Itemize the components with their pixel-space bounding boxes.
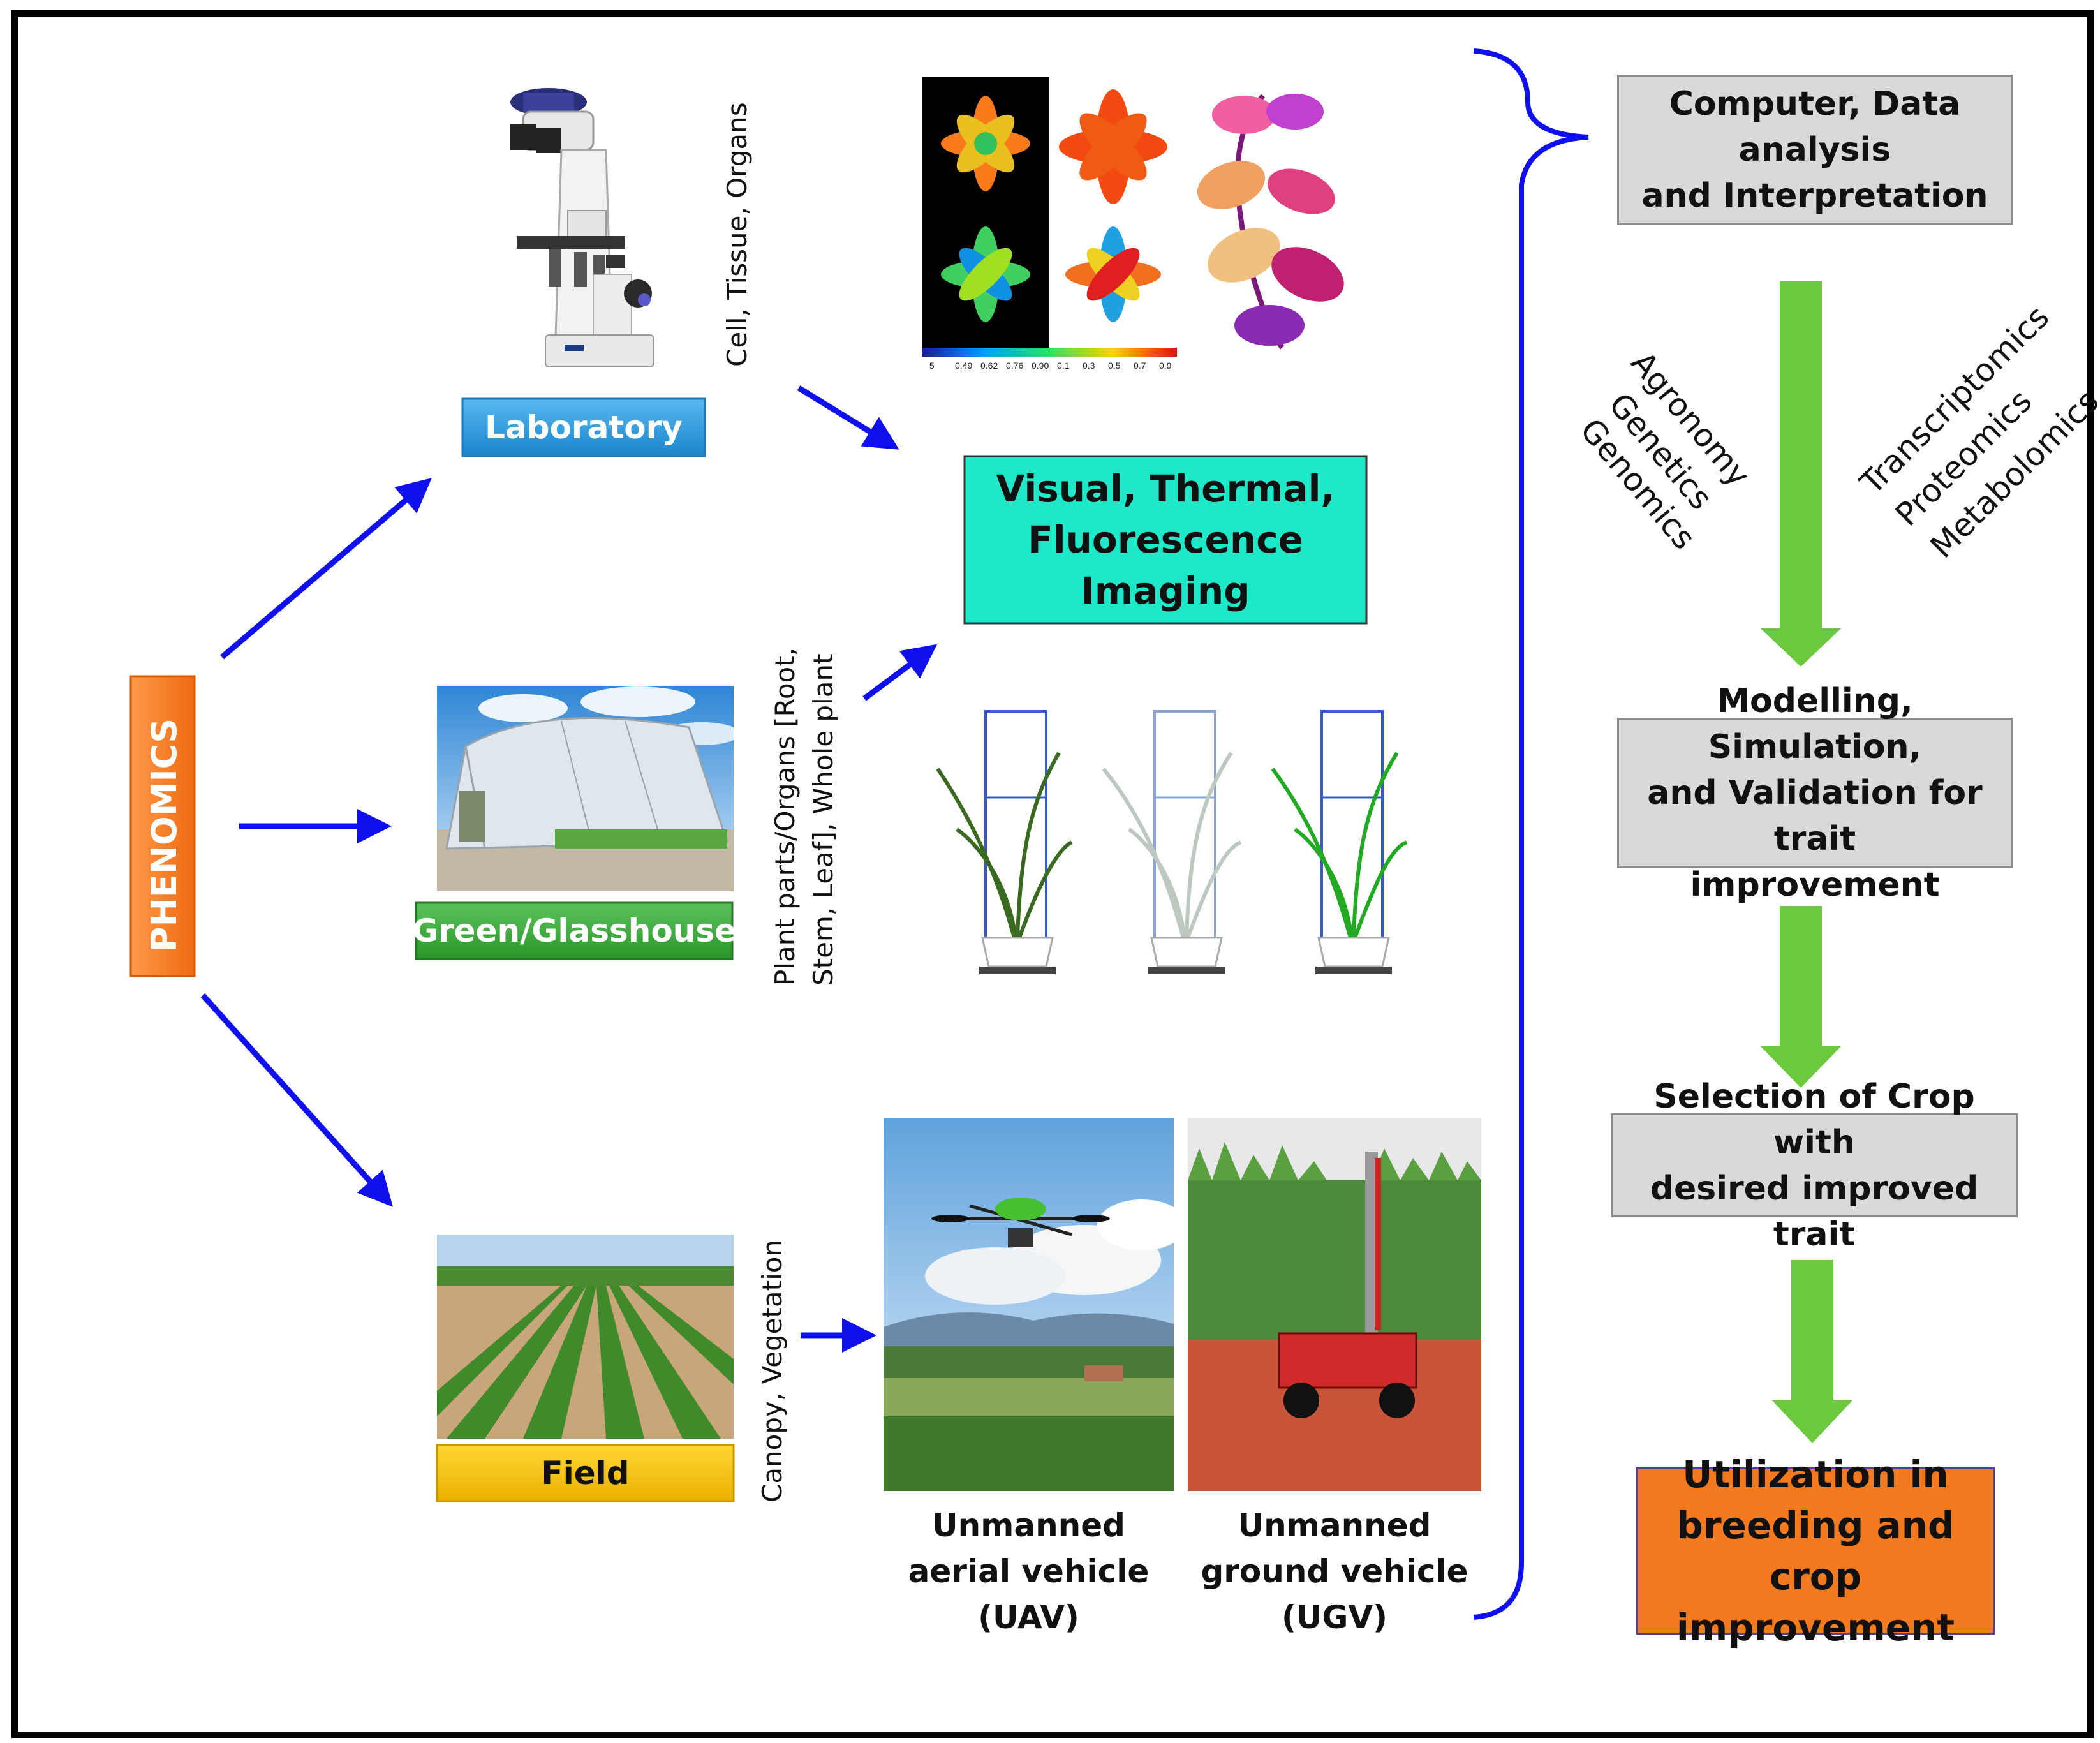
potted-plant-3 bbox=[1271, 710, 1408, 974]
greenhouse-scale-line2: Stem, Leaf], Whole plant bbox=[808, 653, 839, 986]
colorbar-left-tick-3: 0.76 bbox=[1006, 360, 1023, 371]
potted-plant-1 bbox=[936, 710, 1073, 974]
step3-line1: Selection of Crop with bbox=[1653, 1077, 1975, 1162]
potted-plant-2 bbox=[1102, 710, 1242, 974]
green-arrow-1 bbox=[1761, 281, 1841, 667]
step4-line2: breeding and crop bbox=[1676, 1504, 1955, 1598]
step2-line3: improvement bbox=[1690, 865, 1940, 904]
colorbar-right-tick-0: 0.1 bbox=[1057, 360, 1070, 371]
pipeline-step-selection: Selection of Crop with desired improved … bbox=[1611, 1078, 2018, 1254]
green-arrow-2 bbox=[1761, 906, 1841, 1088]
ugv-line3: (UGV) bbox=[1281, 1599, 1388, 1636]
figure-frame bbox=[11, 10, 2094, 1738]
laboratory-box bbox=[461, 397, 706, 457]
greenhouse-scale-line1: Plant parts/Organs [Root, bbox=[769, 647, 801, 986]
colorbar-left-tick-2: 0.62 bbox=[980, 360, 998, 371]
phenomics-box bbox=[129, 675, 196, 977]
pipeline-step-modelling: Modelling, Simulation, and Validation fo… bbox=[1617, 682, 2013, 904]
ugv-line1: Unmanned bbox=[1238, 1507, 1431, 1544]
drone-photo bbox=[884, 1118, 1187, 1491]
step4-line1: Utilization in bbox=[1682, 1453, 1949, 1496]
ugv-caption: Unmanned ground vehicle (UGV) bbox=[1188, 1502, 1481, 1640]
step4-line3: improvement bbox=[1676, 1606, 1955, 1649]
thermal-plant bbox=[1197, 94, 1344, 350]
imaging-line2: Fluorescence bbox=[1028, 518, 1303, 561]
colorbar-right-tick-4: 0.9 bbox=[1159, 360, 1172, 371]
field-label: Field bbox=[541, 1455, 630, 1492]
phenomics-label: PHENOMICS bbox=[144, 718, 184, 952]
uav-line3: (UAV) bbox=[978, 1599, 1079, 1636]
arrow-to-laboratory bbox=[220, 478, 432, 660]
colorbar-left-tick-1: 0.49 bbox=[955, 360, 972, 371]
field-scale-text: Canopy, Vegetation bbox=[757, 1239, 788, 1502]
pipeline-step-utilization: Utilization in breeding and crop improve… bbox=[1636, 1453, 1995, 1649]
bracket-brace bbox=[1473, 48, 1589, 1620]
greenhouse-label: Green/Glasshouse bbox=[411, 912, 737, 949]
colorbar-right-tick-2: 0.5 bbox=[1108, 360, 1121, 371]
microscope-icon bbox=[510, 88, 654, 367]
field-box bbox=[436, 1444, 735, 1502]
colorbar-right-tick-3: 0.7 bbox=[1134, 360, 1146, 371]
pipeline-step-computer: Computer, Data analysis and Interpretati… bbox=[1617, 75, 2013, 225]
step2-line1: Modelling, Simulation, bbox=[1708, 681, 1922, 766]
imaging-box bbox=[963, 455, 1368, 625]
imaging-line3: Imaging bbox=[1081, 569, 1250, 612]
rosette-4 bbox=[1065, 226, 1161, 322]
rosette-3 bbox=[1059, 89, 1167, 204]
colorbar-right-tick-1: 0.3 bbox=[1083, 360, 1095, 371]
lab-scale-text: Cell, Tissue, Organs bbox=[721, 102, 753, 367]
colorbar-ticks: 5 0.49 0.62 0.76 0.90 0.1 0.3 0.5 0.7 0.9 bbox=[929, 360, 1172, 371]
ugv-line2: ground vehicle bbox=[1201, 1553, 1468, 1590]
colorbar-left-tick-4: 0.90 bbox=[1032, 360, 1049, 371]
arrow-lab-to-imaging bbox=[797, 385, 899, 450]
rosette-2 bbox=[941, 226, 1030, 322]
field-photo bbox=[437, 1235, 734, 1439]
greenhouse-photo bbox=[437, 686, 740, 891]
imaging-text: Visual, Thermal, Fluorescence Imaging bbox=[965, 456, 1366, 623]
uav-line2: aerial vehicle bbox=[908, 1553, 1150, 1590]
ground-robot-photo bbox=[1188, 1118, 1481, 1491]
step3-line2: desired improved trait bbox=[1650, 1169, 1979, 1254]
step1-line2: analysis bbox=[1738, 130, 1891, 169]
uav-caption: Unmanned aerial vehicle (UAV) bbox=[884, 1502, 1174, 1640]
plant-fluorescence-images bbox=[922, 77, 1344, 357]
arrow-to-field bbox=[200, 993, 394, 1207]
step1-line1: Computer, Data bbox=[1669, 84, 1961, 123]
step2-line2: and Validation for trait bbox=[1647, 773, 1983, 858]
step1-line3: and Interpretation bbox=[1641, 176, 1988, 215]
arrow-greenhouse-to-imaging bbox=[862, 644, 938, 701]
imaging-line1: Visual, Thermal, bbox=[996, 467, 1335, 510]
green-arrow-3 bbox=[1772, 1260, 1852, 1443]
colorbar-left-tick-0: 5 bbox=[929, 360, 935, 371]
laboratory-label: Laboratory bbox=[485, 409, 683, 446]
greenhouse-box bbox=[415, 901, 734, 960]
potted-plant-images bbox=[936, 710, 1408, 974]
rosette-1 bbox=[941, 96, 1030, 191]
uav-line1: Unmanned bbox=[932, 1507, 1125, 1544]
